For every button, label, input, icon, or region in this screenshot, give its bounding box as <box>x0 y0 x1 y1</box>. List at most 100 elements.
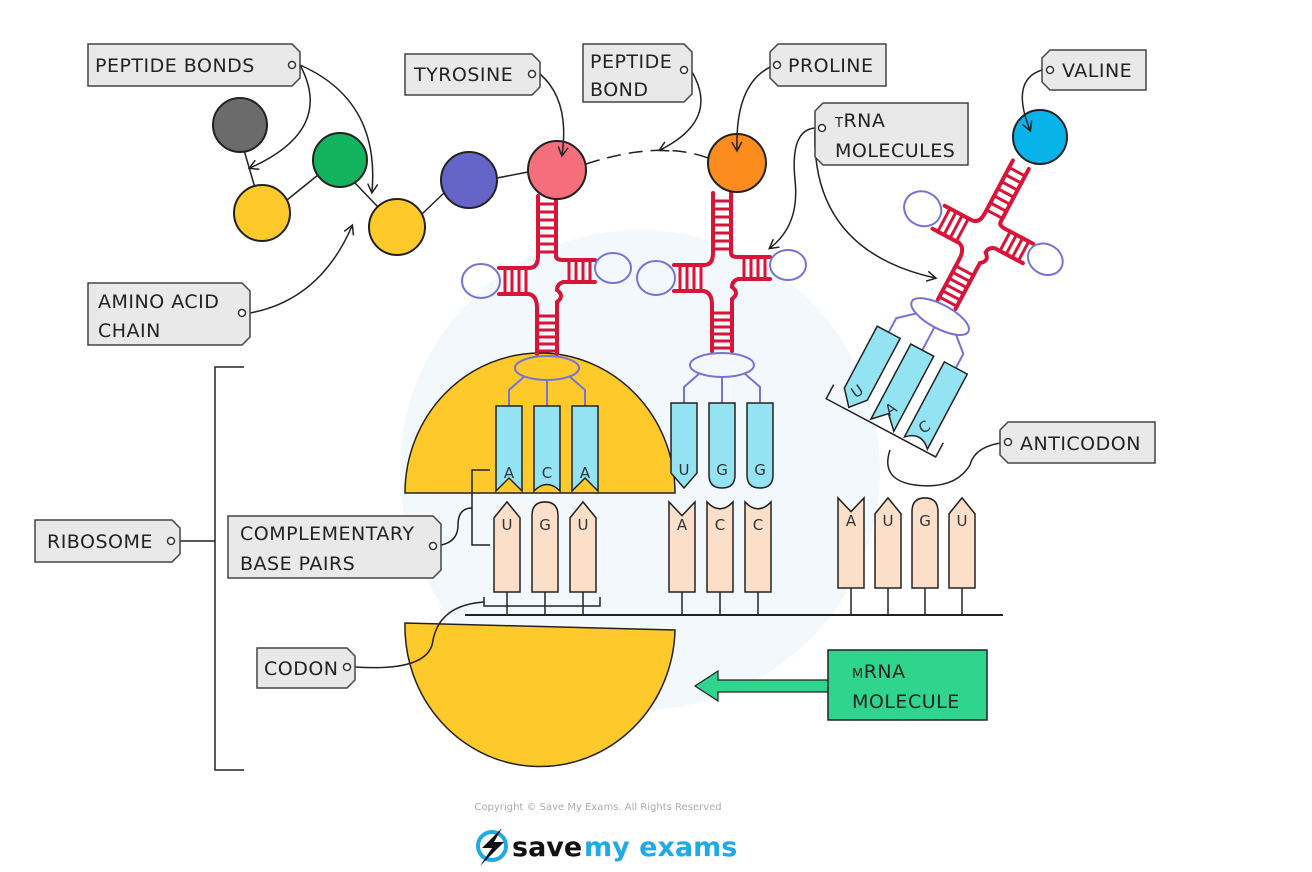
anticodon-base-shape <box>571 405 599 493</box>
codon-base-shape <box>874 496 902 589</box>
pointer-arrows <box>180 64 1043 771</box>
label-peptide-bond: PEPTIDE BOND <box>582 43 693 103</box>
label-text: TYROSINE <box>413 64 513 86</box>
anticodon-base: G <box>708 402 736 489</box>
codon-base-letter: U <box>957 512 968 530</box>
anticodon-base-shape <box>902 360 969 452</box>
anticodon-base-letter: G <box>754 461 766 479</box>
amino-acid-yellow <box>233 184 291 242</box>
logo-circle-icon <box>476 830 508 862</box>
amino-acid-valine <box>1012 109 1068 165</box>
label-text: BASE PAIRS <box>240 553 355 575</box>
lightning-bolt-icon <box>480 828 504 866</box>
anticodon-base-shape <box>708 402 736 489</box>
codon-base-letter: U <box>883 512 894 530</box>
label-codon: CODON <box>256 647 356 689</box>
anticodon-base-letter: A <box>504 464 515 482</box>
amino-acid-purple <box>440 151 498 209</box>
anticodon-base: G <box>746 402 774 489</box>
label-text: tRNA <box>834 110 885 132</box>
anticodon-base: A <box>869 343 935 434</box>
mrna-direction-arrow <box>693 669 831 703</box>
logo-text-save: save <box>512 832 582 863</box>
label-text: PEPTIDE BONDS <box>95 55 255 77</box>
amino-acid-tyrosine <box>527 140 587 200</box>
codon-base-shape <box>531 501 559 593</box>
codon-base-shape <box>837 495 865 589</box>
label-amino-acid-chain: AMINO ACID CHAIN <box>87 282 251 346</box>
anticodon-base: A <box>495 405 523 493</box>
label-text: PEPTIDE <box>590 51 672 73</box>
label-text: COMPLEMENTARY <box>240 523 415 545</box>
save-my-exams-logo: save my exams <box>476 828 737 866</box>
codon-base-letter: A <box>677 516 688 534</box>
amino-acid-yellow <box>368 198 426 256</box>
anticodon-base-letter: U <box>679 461 690 479</box>
codon-base-shape <box>668 499 696 593</box>
label-valine: VALINE <box>1041 49 1147 91</box>
amino-acid-layer <box>212 97 1068 256</box>
codon-base-letter: C <box>715 516 725 534</box>
anticodon-base: C <box>533 405 561 493</box>
logo-text-my-exams: my exams <box>584 832 737 863</box>
label-text: BOND <box>590 79 649 101</box>
label-text: PROLINE <box>788 55 874 77</box>
anticodon-base: U <box>670 402 698 490</box>
label-text: MOLECULES <box>835 140 955 162</box>
anticodon-base-shape <box>670 402 698 490</box>
label-text: MOLECULE <box>852 691 960 713</box>
label-text: RIBOSOME <box>47 531 153 553</box>
codon-base-letter: G <box>539 516 551 534</box>
anticodon-base-letter: A <box>580 464 591 482</box>
label-text: VALINE <box>1062 60 1132 82</box>
label-trna-molecules: tRNA MOLECULES <box>814 102 969 166</box>
anticodon-base: U <box>843 325 902 409</box>
anticodon-bracket <box>825 384 944 458</box>
label-text: CODON <box>264 658 339 680</box>
label-complementary-base-pairs: COMPLEMENTARY BASE PAIRS <box>227 515 442 579</box>
codon-base-letter: A <box>846 512 857 530</box>
codon-base-shape <box>948 496 976 589</box>
label-text: ANTICODON <box>1020 433 1141 455</box>
label-proline: PROLINE <box>769 43 887 87</box>
label-anticodon: ANTICODON <box>999 421 1156 464</box>
anticodon-base: C <box>902 360 969 452</box>
codon-base-letter: C <box>753 516 763 534</box>
label-text: CHAIN <box>98 320 161 342</box>
codon-base-shape <box>493 500 521 593</box>
label-peptide-bonds: PEPTIDE BONDS <box>87 43 301 87</box>
label-text: mRNA <box>852 661 906 683</box>
codon-base-letter: U <box>502 516 513 534</box>
peptide-bond-lines <box>243 149 709 215</box>
codon-base-letter: G <box>919 512 931 530</box>
amino-acid-green <box>312 132 368 188</box>
anticodon-base-shape <box>533 405 561 493</box>
label-tyrosine: TYROSINE <box>404 53 541 96</box>
anticodon-base-shape <box>843 325 902 409</box>
codon-base-shape <box>911 497 939 589</box>
copyright-text: Copyright © Save My Exams. All Rights Re… <box>474 802 721 813</box>
anticodon-base-letter: C <box>542 464 552 482</box>
trna-molecule: UAC <box>825 125 1095 458</box>
ribosome-small-subunit <box>404 622 676 768</box>
anticodon-base-shape <box>495 405 523 493</box>
label-text: AMINO ACID <box>98 291 219 313</box>
codon-base-shape <box>569 500 597 593</box>
anticodon-base-shape <box>746 402 774 489</box>
anticodon-base-shape <box>869 343 935 434</box>
amino-acid-gray <box>212 97 268 153</box>
anticodon-base-letter: G <box>716 461 728 479</box>
anticodon-base: A <box>571 405 599 493</box>
label-mrna-molecule: mRNA MOLECULE <box>827 649 988 721</box>
codon-base-shape <box>706 499 734 593</box>
codon-base-shape <box>744 499 772 593</box>
codon-base-letter: U <box>578 516 589 534</box>
label-ribosome: RIBOSOME <box>34 519 181 563</box>
